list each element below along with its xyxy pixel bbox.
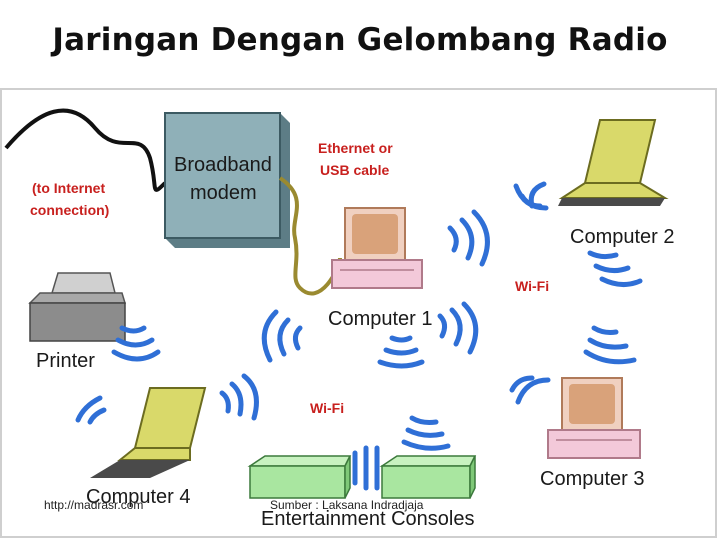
computer-2-laptop-icon: [558, 119, 669, 206]
computer-3-label: Computer 3: [540, 468, 645, 490]
network-diagram: (to Internet connection) Broadband modem…: [0, 88, 720, 540]
consoles-label: Entertainment Consoles: [261, 508, 475, 530]
wifi-wave-icon: [75, 181, 643, 491]
computer-3-icon: [547, 377, 641, 459]
modem-label-line1: Broadband: [174, 154, 272, 176]
internet-cable: [4, 108, 167, 192]
cable-label-line1: Ethernet or: [318, 140, 393, 156]
console-icon: [247, 455, 477, 499]
modem-label-line2: modem: [190, 182, 257, 204]
diagram-graphics: [0, 88, 717, 538]
computer-1-icon: [331, 207, 423, 289]
printer-icon: [28, 272, 127, 342]
computer-1-label: Computer 1: [328, 308, 433, 330]
internet-label-line1: (to Internet: [32, 180, 106, 196]
wifi-label-right: Wi-Fi: [515, 278, 550, 294]
computer-4-laptop-icon: [90, 387, 207, 478]
computer-2-label: Computer 2: [570, 226, 675, 248]
wifi-label-center: Wi-Fi: [310, 400, 345, 416]
slide-title: Jaringan Dengan Gelombang Radio: [52, 22, 668, 58]
modem-icon: [164, 112, 290, 248]
computer-4-label: Computer 4: [86, 486, 191, 508]
internet-label-line2: connection): [30, 202, 110, 218]
ethernet-cable: [278, 176, 342, 296]
footer-source: Sumber : Laksana Indradjaja: [270, 498, 424, 512]
printer-label: Printer: [36, 350, 95, 372]
footer-url: http://madrasr.com: [44, 498, 144, 512]
cable-label-line2: USB cable: [320, 162, 390, 178]
